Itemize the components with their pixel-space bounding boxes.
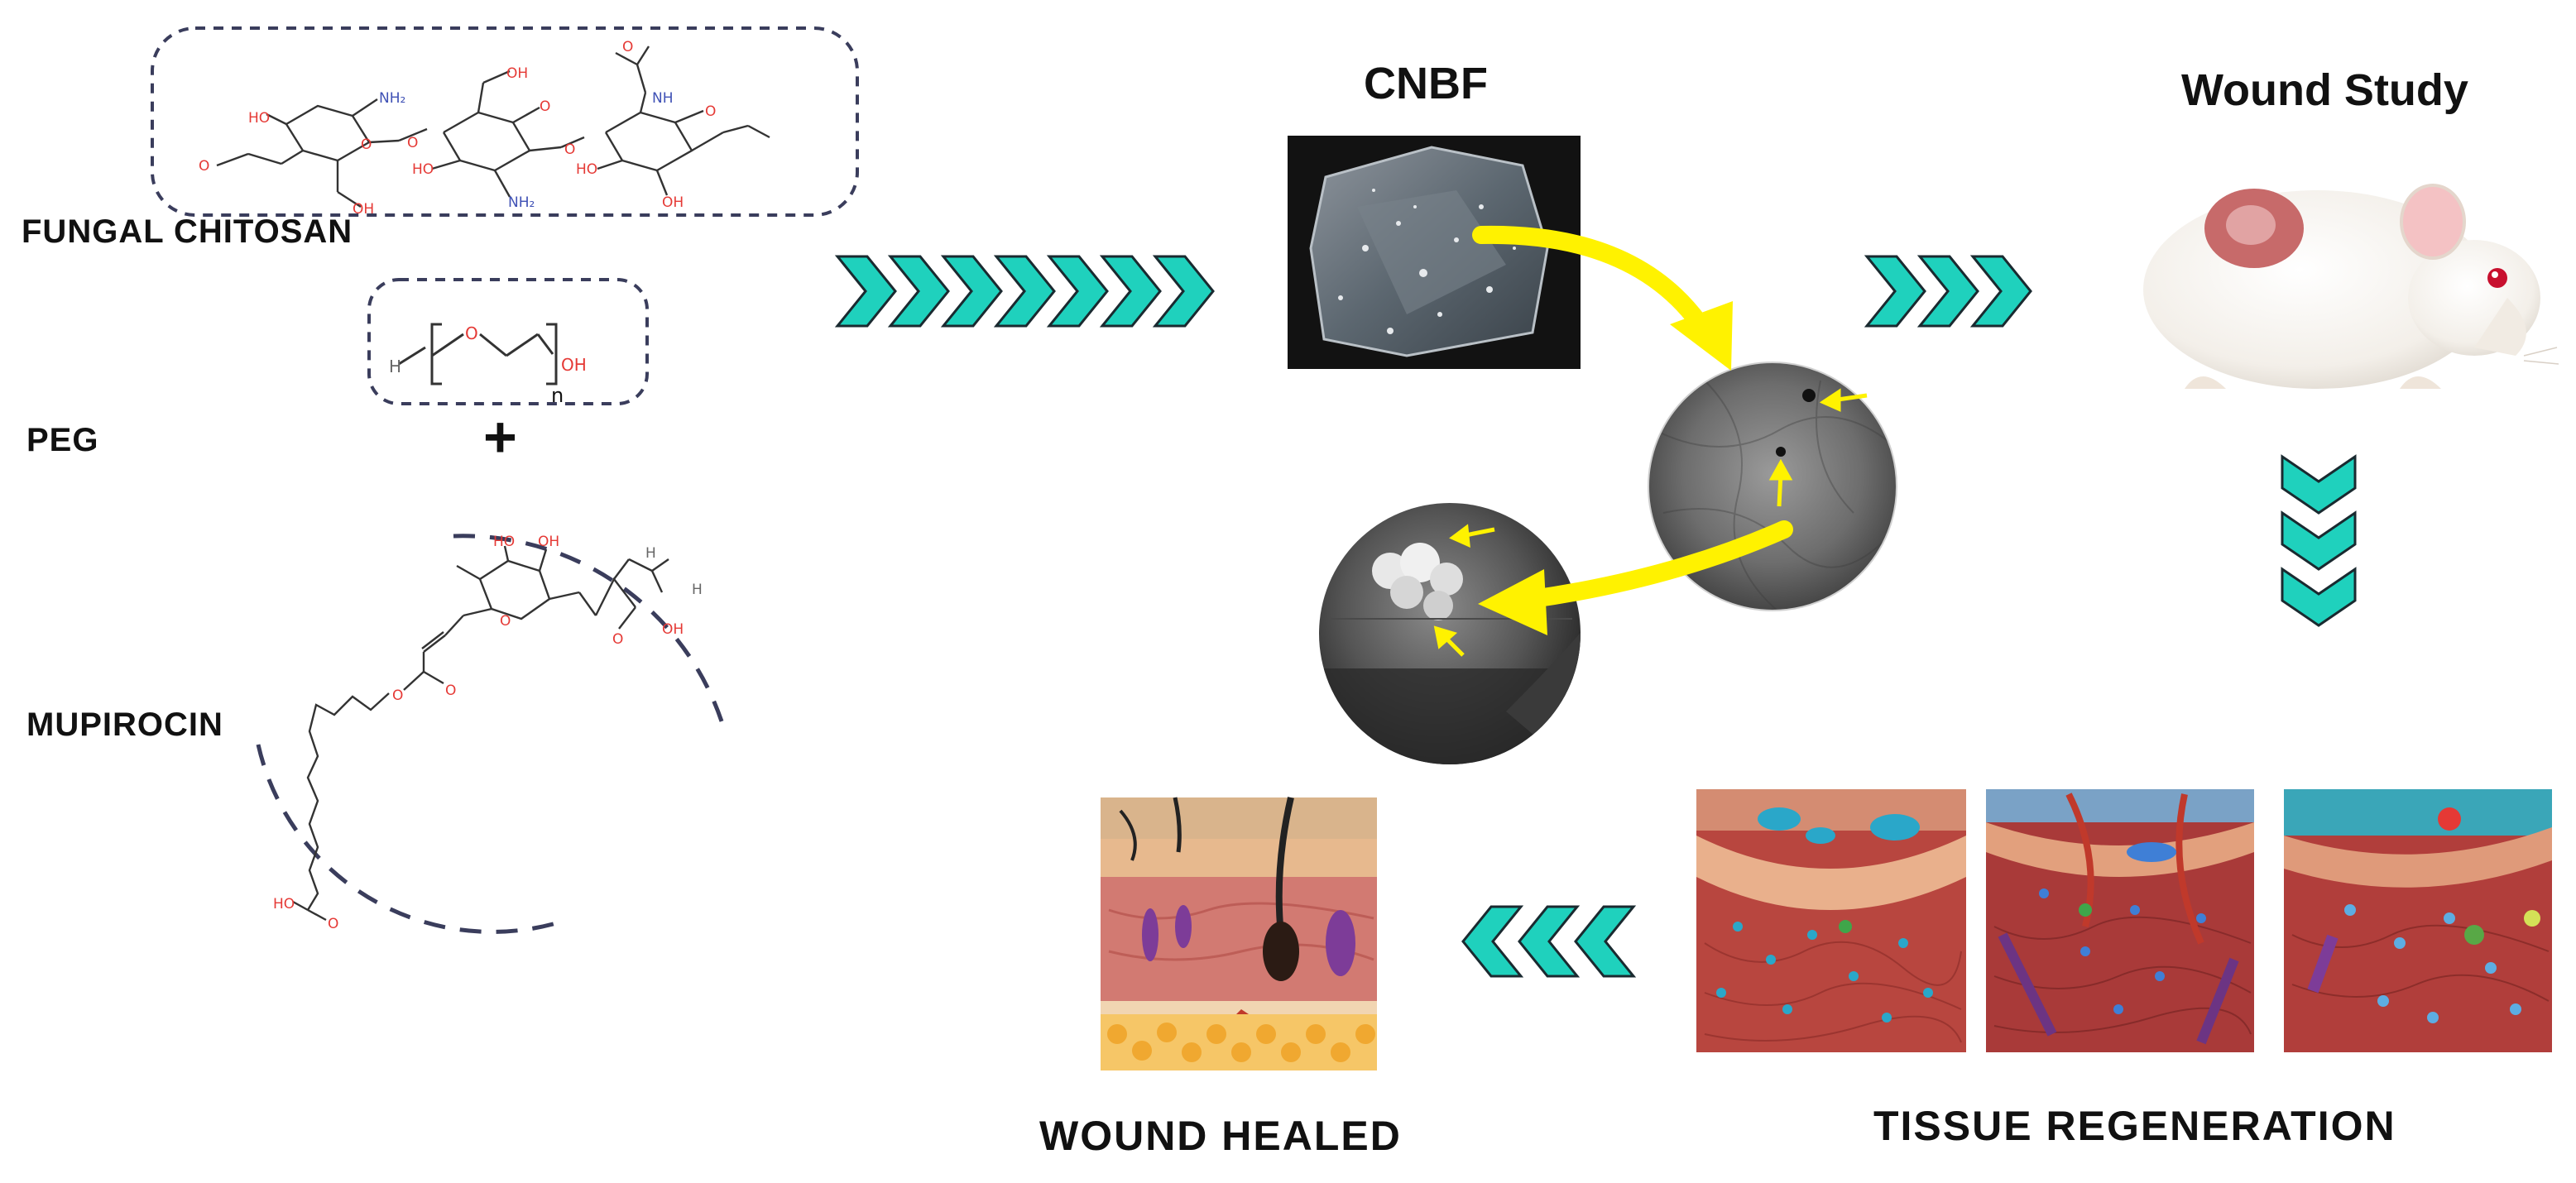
chitosan-structure [216, 46, 770, 208]
flow-arrow-sem-to-particles [1478, 520, 1793, 635]
atom-o: O [540, 98, 550, 115]
sem-micrograph-particles [1319, 503, 1581, 764]
atom-o: O [622, 39, 633, 55]
atom-o: O [199, 158, 209, 175]
wound-healed-illustration [1101, 797, 1377, 1070]
atom-o: O [392, 687, 403, 704]
chevrons-to-cnbf [834, 255, 1215, 328]
atom-oh: OH [561, 355, 587, 375]
plus-sign: + [483, 405, 517, 469]
peg-atoms: H O OH n [389, 323, 587, 407]
atom-oh: OH [506, 65, 528, 82]
atom-ho: HO [273, 896, 295, 912]
cnbf-film-photo [1288, 136, 1581, 369]
mupirocin-label: MUPIROCIN [26, 706, 223, 743]
peg-label: PEG [26, 422, 99, 458]
atom-h: H [645, 545, 656, 562]
atom-ho: HO [248, 110, 270, 127]
yellow-pointer-arrows [1433, 388, 1868, 657]
chevrons-to-wound-healed [1461, 905, 1637, 978]
flow-arrow-film-to-sem [1472, 225, 1733, 371]
mupirocin-dashed-arc-top [453, 534, 726, 727]
atom-o: O [564, 141, 575, 158]
atom-o: O [500, 613, 511, 630]
peg-dashed-border [367, 278, 649, 405]
peg-subscript: n [551, 384, 564, 407]
atom-o: O [705, 103, 716, 120]
atom-oh: OH [662, 621, 684, 638]
cnbf-label: CNBF [1364, 59, 1488, 108]
atom-oh: OH [538, 534, 559, 550]
atom-ho: HO [493, 534, 515, 550]
atom-oh: OH [353, 201, 374, 218]
tissue-panel-2 [1986, 789, 2254, 1052]
atom-o: O [361, 136, 372, 153]
mupirocin-structure [292, 545, 669, 922]
tissue-panel-1 [1696, 789, 1966, 1052]
tissue-regeneration-label: TISSUE REGENERATION [1873, 1103, 2396, 1149]
atom-ho: HO [412, 161, 434, 178]
wound-study-label: Wound Study [2181, 65, 2468, 115]
tissue-panel-3 [2284, 789, 2552, 1052]
rat-photo [2143, 164, 2559, 395]
wound-healed-label: WOUND HEALED [1039, 1113, 1402, 1159]
chitosan-dashed-border [151, 26, 859, 217]
peg-structure [398, 323, 558, 386]
chevrons-down [2281, 454, 2357, 627]
atom-ho: HO [576, 161, 597, 178]
atom-nh2: NH₂ [379, 90, 405, 107]
fungal-chitosan-label: FUNGAL CHITOSAN [22, 213, 353, 250]
chevrons-to-wound-study [1864, 255, 2032, 328]
chitosan-atoms: HO O NH₂ O OH O OH HO NH₂ O O O NH O HO … [199, 39, 716, 218]
mupirocin-atoms: HO OH O O H H OH O O O HO [273, 534, 703, 932]
atom-o: O [445, 682, 456, 699]
atom-oh: OH [662, 194, 684, 211]
atom-nh2: NH₂ [508, 194, 535, 211]
atom-o: O [612, 631, 623, 648]
atom-o: O [328, 916, 338, 932]
atom-h: H [692, 582, 703, 598]
atom-h: H [389, 357, 401, 376]
atom-o: O [407, 135, 418, 151]
atom-nh: NH [652, 90, 674, 107]
mupirocin-dashed-arc-bottom [256, 744, 557, 934]
atom-o: O [465, 323, 478, 343]
